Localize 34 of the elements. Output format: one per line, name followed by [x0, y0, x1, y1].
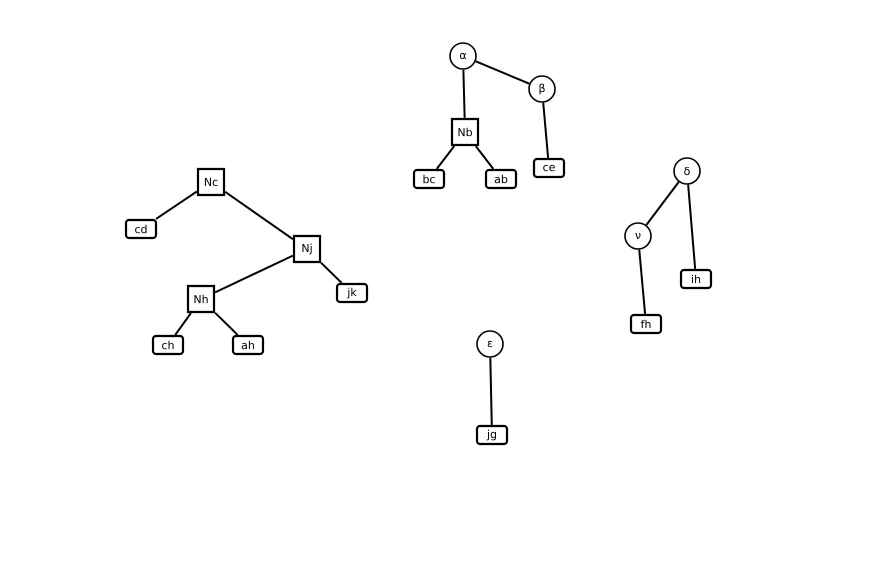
tree-line	[174, 312, 192, 336]
leaf-box: ab	[484, 168, 518, 190]
tree-line	[462, 70, 466, 118]
tree-line	[646, 181, 680, 226]
tree-circle-node: β	[528, 75, 556, 103]
tree-circle-node: α	[449, 42, 477, 70]
tree-line	[489, 358, 493, 425]
leaf-box: jk	[336, 282, 368, 304]
tree-line	[224, 191, 294, 240]
tree-line	[475, 60, 530, 85]
tree-line	[214, 312, 238, 336]
tree-line	[155, 190, 198, 220]
tree-circle-node: ε	[476, 330, 504, 358]
leaf-box: ce	[532, 158, 566, 178]
leaf-box: jg	[476, 424, 508, 446]
tree-square-node: Nb	[450, 118, 480, 146]
leaf-box: cd	[124, 218, 158, 240]
tree-circle-node: ν	[624, 222, 652, 250]
tree-line	[475, 146, 494, 170]
leaf-box: ih	[680, 268, 712, 290]
tree-square-node: Nj	[292, 234, 322, 264]
leaf-box: ah	[232, 334, 264, 356]
leaf-box: ch	[152, 334, 184, 356]
leaf-box: fh	[630, 314, 662, 334]
tree-line	[687, 184, 696, 269]
tree-line	[320, 262, 342, 284]
tree-line	[214, 254, 294, 294]
tree-line	[436, 146, 455, 170]
tree-square-node: Nc	[196, 168, 226, 196]
tree-line	[638, 250, 646, 314]
tree-circle-node: δ	[673, 157, 701, 185]
tree-line	[542, 102, 550, 158]
tree-square-node: Nh	[186, 284, 216, 314]
leaf-box: bc	[412, 168, 446, 190]
